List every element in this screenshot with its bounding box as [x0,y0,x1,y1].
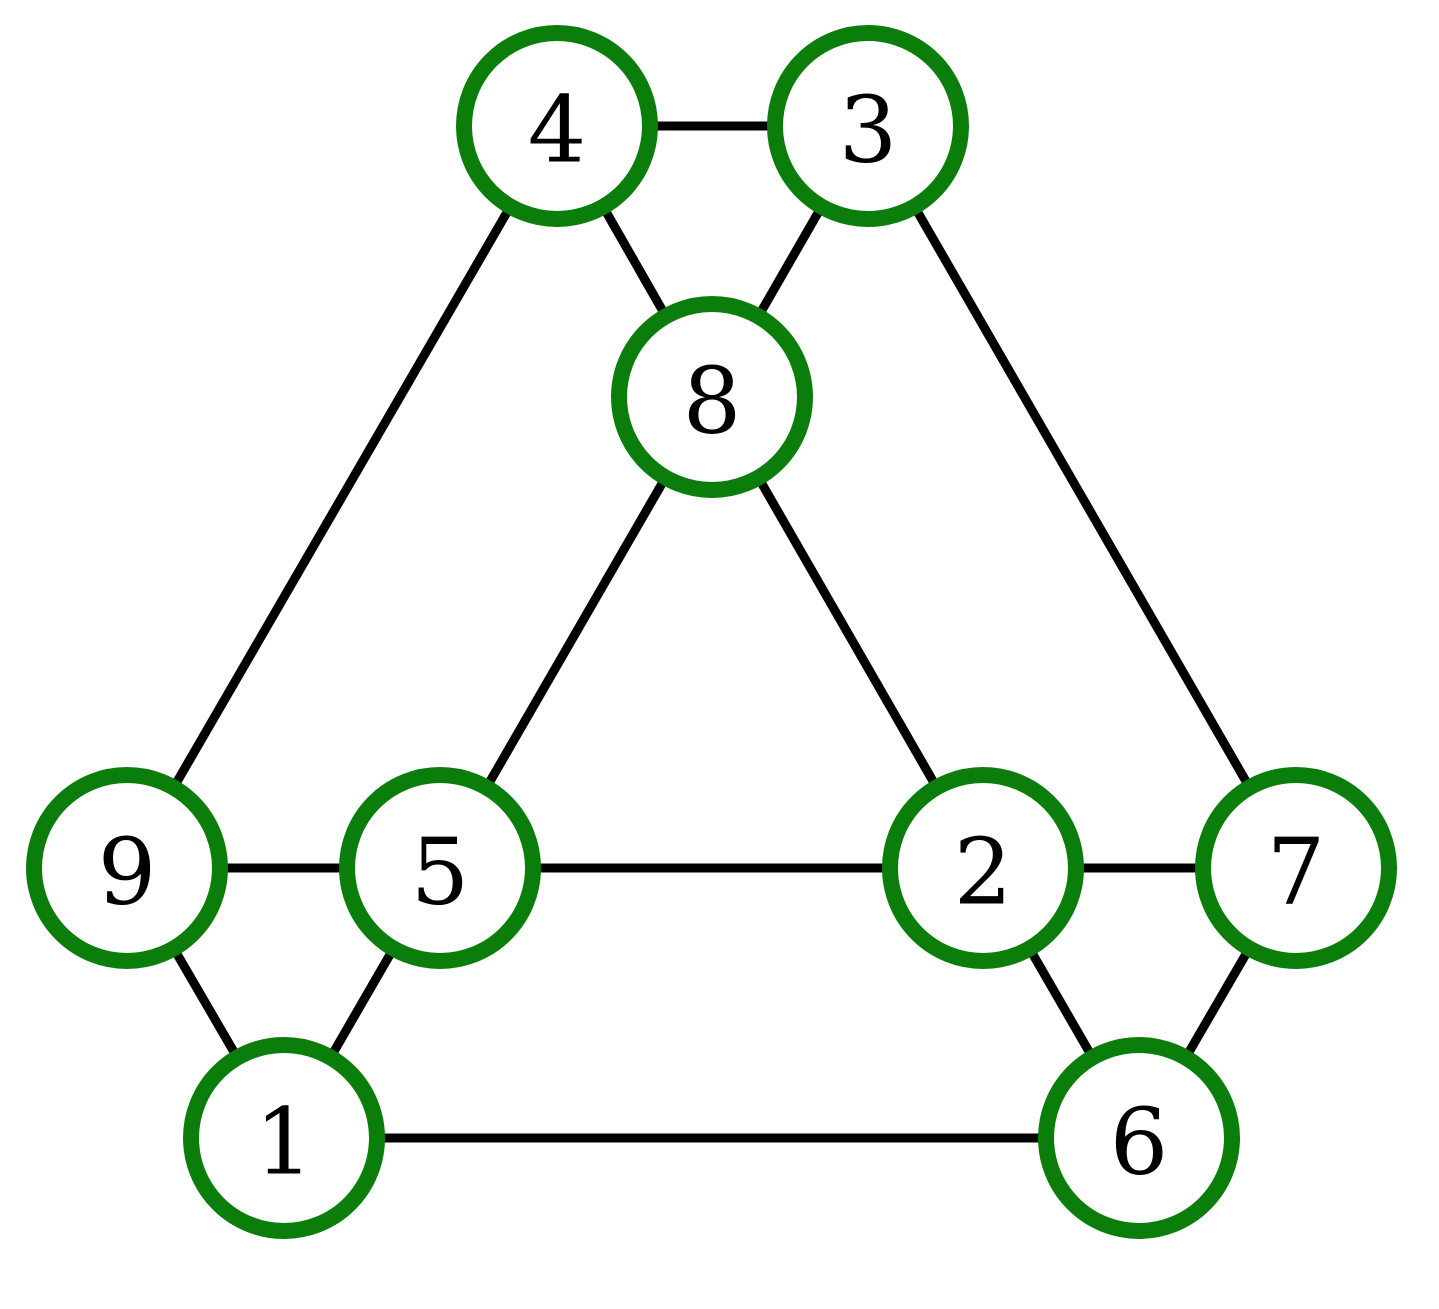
node-circle [767,25,969,227]
node-6: 6 [1038,1037,1240,1239]
node-circle [1195,767,1397,969]
node-circle [611,296,813,498]
node-3: 3 [767,25,969,227]
node-4: 4 [456,25,658,227]
node-circle [26,767,228,969]
node-5: 5 [339,767,541,969]
node-label: 1 [255,1089,314,1196]
node-circle [882,767,1084,969]
node-label: 3 [839,77,898,184]
node-circle [183,1037,385,1239]
node-1: 1 [183,1037,385,1239]
node-8: 8 [611,296,813,498]
node-9: 9 [26,767,228,969]
nodes-layer: 4 3 8 9 5 2 7 1 6 [26,25,1397,1239]
node-7: 7 [1195,767,1397,969]
node-2: 2 [882,767,1084,969]
node-label: 6 [1110,1089,1169,1196]
node-label: 5 [411,819,470,926]
node-label: 4 [528,77,587,184]
node-label: 2 [954,819,1013,926]
node-label: 7 [1267,819,1326,926]
edge-3-7 [864,123,1300,871]
node-circle [456,25,658,227]
node-circle [1038,1037,1240,1239]
node-label: 9 [98,819,157,926]
edge-4-9 [123,123,561,871]
node-circle [339,767,541,969]
node-label: 8 [683,348,742,455]
edges-layer [123,121,1300,1143]
